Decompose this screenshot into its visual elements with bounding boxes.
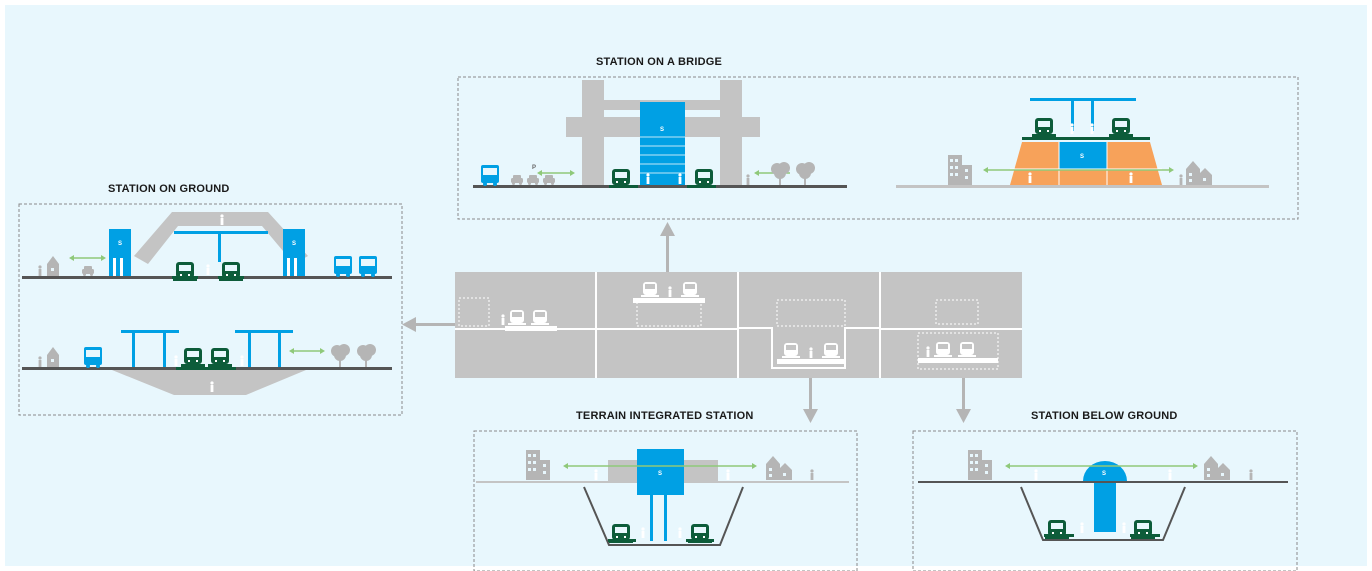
train-icon [692, 169, 716, 188]
svg-text:S: S [118, 241, 122, 247]
train-icon [688, 524, 712, 543]
parking-sign: P [532, 165, 536, 171]
train-icon [208, 348, 232, 367]
train-icon [173, 262, 197, 281]
panel-bridge [457, 76, 1299, 220]
train-icon [609, 169, 633, 188]
ground-bottom-scene [22, 330, 392, 395]
station-building [640, 102, 685, 185]
panel-terrain [473, 430, 858, 571]
panel-title-terrain: TERRAIN INTEGRATED STATION [576, 410, 754, 422]
arrow-icon [803, 378, 818, 423]
train-icon [609, 524, 633, 543]
ground-top-scene: S S [22, 212, 392, 281]
train-icon [1131, 520, 1155, 539]
arrow-icon [660, 222, 675, 272]
bridge-right-scene: S [896, 98, 1269, 188]
train-icon [181, 348, 205, 367]
station-building [1059, 142, 1107, 169]
train-icon [1045, 520, 1069, 539]
panel-ground [18, 203, 403, 416]
arrow-icon [956, 378, 971, 423]
below-ground-scene: S [918, 450, 1288, 541]
terrain-scene: S [476, 449, 849, 546]
train-icon [1032, 118, 1056, 137]
svg-text:S: S [292, 241, 296, 247]
center-overview [455, 272, 1022, 378]
bus-icon [334, 256, 352, 277]
svg-text:S: S [658, 471, 662, 477]
panel-title-bridge: STATION ON A BRIDGE [596, 56, 722, 68]
panel-title-below: STATION BELOW GROUND [1031, 410, 1178, 422]
bus-icon [84, 347, 102, 368]
station-building [637, 449, 684, 495]
bus-icon [359, 256, 377, 277]
svg-text:S: S [1080, 154, 1084, 160]
panel-title-ground: STATION ON GROUND [108, 183, 230, 195]
station-sign: S [660, 127, 664, 133]
train-icon [1109, 118, 1133, 137]
train-icon [219, 262, 243, 281]
bridge-left-scene: S P [473, 80, 847, 188]
arrow-icon [402, 317, 455, 332]
bus-icon [481, 165, 499, 186]
svg-text:S: S [1102, 471, 1106, 477]
panel-below [912, 430, 1298, 571]
station-shaft [1094, 483, 1116, 532]
